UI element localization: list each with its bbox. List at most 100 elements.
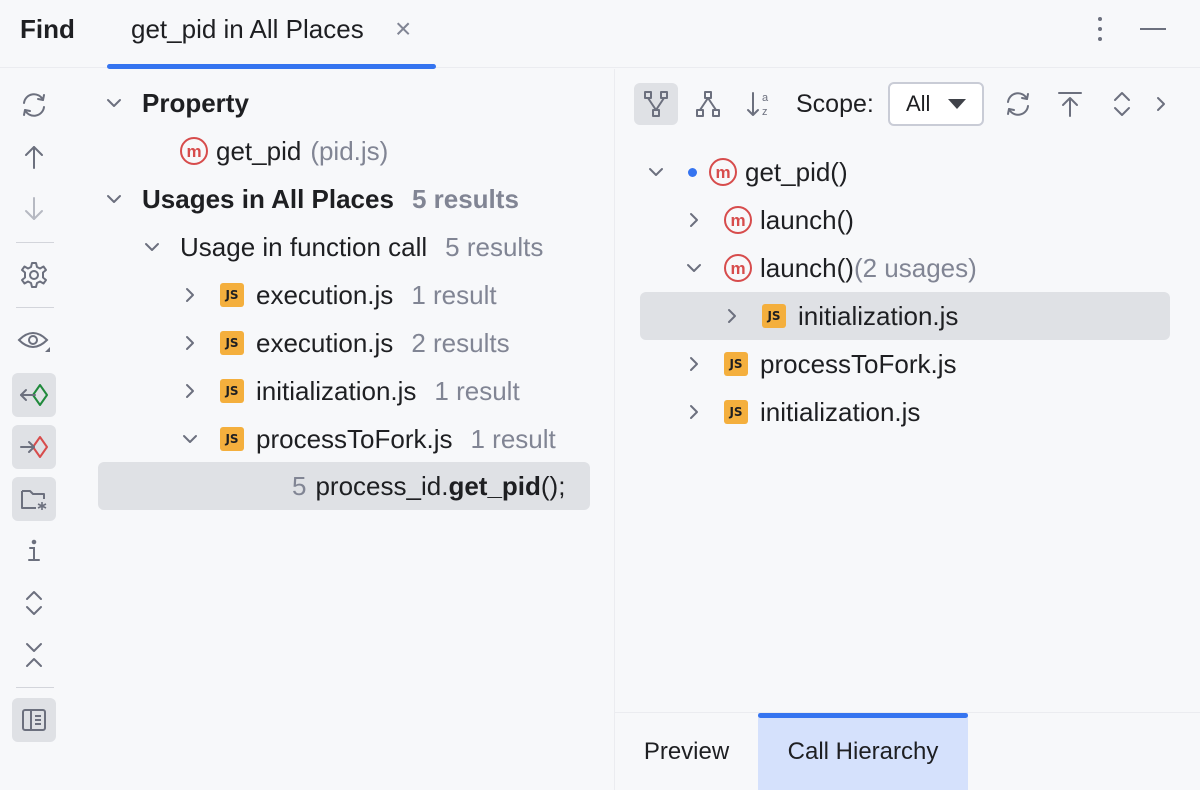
tab-active-indicator — [758, 713, 968, 718]
tree-node-property-item[interactable]: m get_pid (pid.js) — [180, 127, 388, 175]
hierarchy-node[interactable]: m launch() — [684, 196, 854, 244]
tree-node-usage-group[interactable]: Usage in function call 5 results — [142, 223, 543, 271]
tree-node-file[interactable]: JS initialization.js 1 result — [180, 367, 520, 415]
toolbar-separator — [16, 687, 54, 688]
chevron-down-icon[interactable] — [142, 237, 162, 257]
tab-call-hierarchy-label: Call Hierarchy — [788, 738, 939, 766]
method-icon: m — [724, 206, 752, 234]
info-icon[interactable] — [12, 529, 56, 573]
expand-all-icon[interactable] — [12, 581, 56, 625]
chevron-down-icon[interactable] — [104, 189, 124, 209]
svg-text:a: a — [762, 92, 769, 104]
arrow-down-icon[interactable] — [12, 187, 56, 231]
caret-down-icon — [948, 99, 966, 109]
chevron-right-icon[interactable] — [180, 285, 200, 305]
tree-node-property[interactable]: Property — [104, 79, 249, 127]
hierarchy-root[interactable]: m get_pid() — [646, 148, 848, 196]
hierarchy-node-label: initialization.js — [798, 301, 958, 332]
base-to-top-icon[interactable] — [1048, 83, 1092, 125]
js-file-icon: JS — [762, 304, 786, 328]
toolbar-separator — [16, 307, 54, 308]
collapse-all-icon[interactable] — [12, 633, 56, 677]
tree-node-usages[interactable]: Usages in All Places 5 results — [104, 175, 519, 223]
file-name: execution.js — [256, 328, 393, 359]
hierarchy-node[interactable]: m launch()(2 usages) — [684, 244, 977, 292]
caller-hierarchy-icon[interactable] — [634, 83, 678, 125]
code-match: get_pid — [448, 471, 540, 502]
tab-preview-label: Preview — [644, 738, 729, 766]
method-icon: m — [709, 158, 737, 186]
file-result-count: 1 result — [471, 424, 556, 455]
tab-label: get_pid in All Places — [131, 14, 364, 45]
property-item-file: (pid.js) — [310, 136, 388, 167]
js-file-icon: JS — [220, 283, 244, 307]
chevron-right-icon[interactable] — [684, 354, 704, 374]
chevron-right-icon[interactable] — [722, 306, 742, 326]
svg-text:z: z — [762, 106, 768, 118]
tab-preview[interactable]: Preview — [615, 713, 758, 790]
scope-value: All — [906, 91, 930, 117]
arrow-up-icon[interactable] — [12, 135, 56, 179]
chevron-right-icon[interactable] — [684, 402, 704, 422]
tree-node-file[interactable]: JS execution.js 1 result — [180, 271, 497, 319]
js-file-icon: JS — [220, 427, 244, 451]
js-file-icon: JS — [220, 379, 244, 403]
file-result-count: 1 result — [434, 376, 519, 407]
file-name: execution.js — [256, 280, 393, 311]
callee-hierarchy-icon[interactable] — [686, 83, 730, 125]
more-options-icon[interactable] — [1088, 12, 1112, 46]
hierarchy-node-label: initialization.js — [760, 397, 920, 428]
usage-code-line[interactable]: 5 process_id.get_pid(); — [292, 462, 565, 510]
tool-window-header: Find get_pid in All Places × — [0, 0, 1200, 68]
preview-eye-icon[interactable] — [12, 319, 56, 363]
minimize-icon[interactable] — [1140, 28, 1166, 30]
usages-count: (2 usages) — [854, 253, 977, 284]
file-result-count: 1 result — [411, 280, 496, 311]
tab-call-hierarchy[interactable]: Call Hierarchy — [758, 713, 968, 790]
bottom-tab-bar: Preview Call Hierarchy — [615, 712, 1200, 790]
refresh-icon[interactable] — [996, 83, 1040, 125]
chevron-down-icon[interactable] — [180, 429, 200, 449]
code-suffix: (); — [541, 471, 566, 502]
file-name: processToFork.js — [256, 424, 453, 455]
js-file-icon: JS — [220, 331, 244, 355]
chevron-right-icon[interactable] — [684, 210, 704, 230]
usage-group-count: 5 results — [445, 232, 543, 263]
hierarchy-node-label: launch() — [760, 205, 854, 236]
chevron-down-icon[interactable] — [684, 258, 704, 278]
settings-icon[interactable] — [12, 253, 56, 297]
property-header: Property — [142, 88, 249, 119]
hierarchy-node[interactable]: JS initialization.js — [722, 292, 958, 340]
hierarchy-node[interactable]: JS initialization.js — [684, 388, 920, 436]
js-file-icon: JS — [724, 352, 748, 376]
scope-select[interactable]: All — [888, 82, 984, 126]
close-icon[interactable]: × — [395, 14, 411, 44]
chevron-down-icon[interactable] — [104, 93, 124, 113]
toggle-panel-icon[interactable] — [12, 698, 56, 742]
usages-header: Usages in All Places — [142, 184, 394, 215]
find-toolbar — [0, 69, 68, 790]
property-item-name: get_pid — [216, 136, 301, 167]
call-hierarchy-panel: a z Scope: All m get_pid() m launc — [615, 69, 1200, 790]
read-access-icon[interactable] — [12, 373, 56, 417]
chevron-right-icon[interactable] — [180, 381, 200, 401]
expand-collapse-icon[interactable] — [1100, 83, 1144, 125]
hierarchy-node[interactable]: JS processToFork.js — [684, 340, 957, 388]
sort-alphabetically-icon[interactable]: a z — [738, 83, 782, 125]
more-actions-chevron-icon[interactable] — [1142, 83, 1180, 125]
js-file-icon: JS — [724, 400, 748, 424]
chevron-down-icon[interactable] — [646, 162, 666, 182]
code-prefix: process_id. — [315, 471, 448, 502]
toolbar-separator — [16, 242, 54, 243]
file-result-count: 2 results — [411, 328, 509, 359]
write-access-icon[interactable] — [12, 425, 56, 469]
tab-get-pid-all-places[interactable]: get_pid in All Places × — [107, 0, 436, 68]
group-by-directory-icon[interactable] — [12, 477, 56, 521]
hierarchy-node-label: launch() — [760, 253, 854, 284]
tree-node-file[interactable]: JS processToFork.js 1 result — [180, 415, 556, 463]
tree-node-file[interactable]: JS execution.js 2 results — [180, 319, 510, 367]
chevron-right-icon[interactable] — [180, 333, 200, 353]
line-number: 5 — [292, 471, 306, 502]
rerun-icon[interactable] — [12, 83, 56, 127]
usages-tree: Property m get_pid (pid.js) Usages in Al… — [68, 69, 614, 790]
